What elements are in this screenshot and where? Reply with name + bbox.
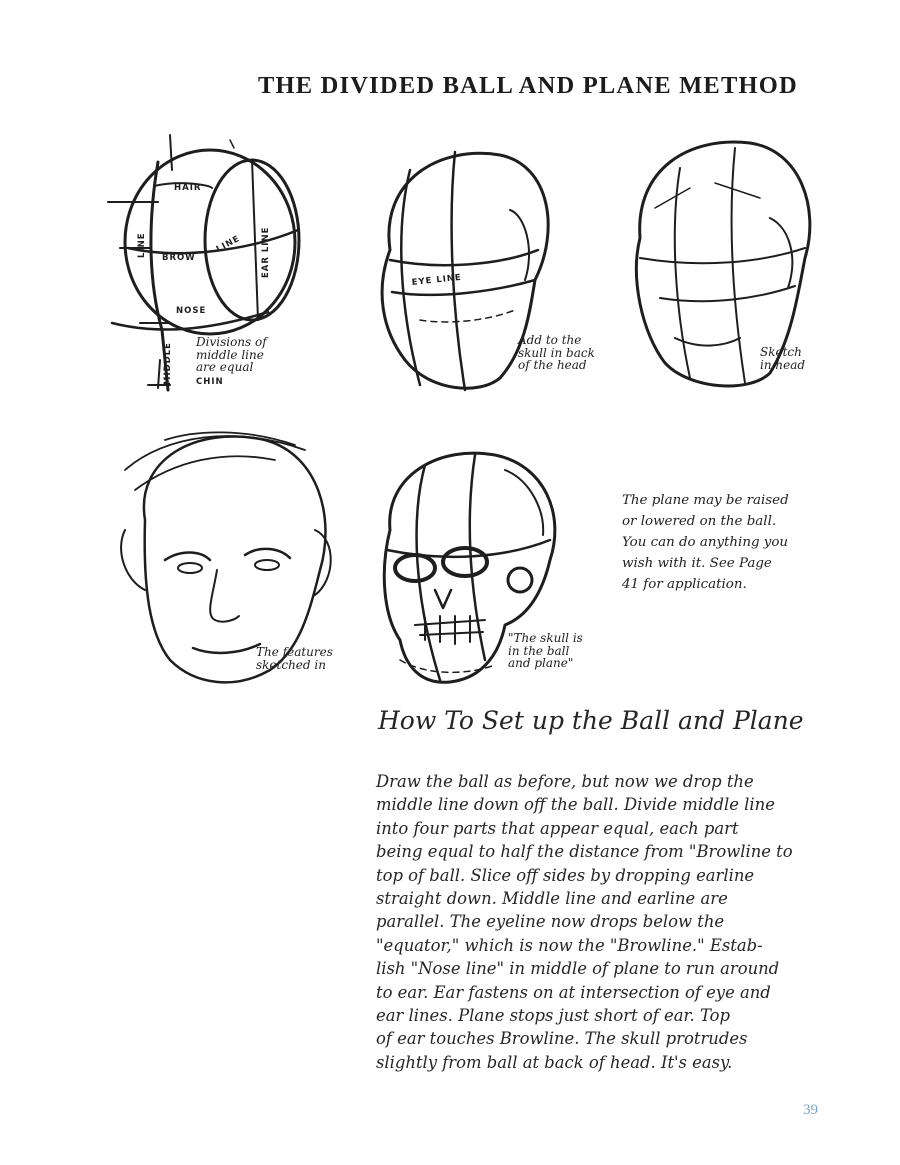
- skull-ball-plane-drawing: [382, 451, 557, 684]
- features-sketched-head-drawing: [120, 431, 332, 684]
- body-line: parallel. The eyeline now drops below th…: [376, 912, 725, 932]
- body-line: lish "Nose line" in middle of plane to r…: [376, 959, 780, 979]
- brow-line-label: LINE: [215, 234, 242, 255]
- body-line: of ear touches Browline. The skull protr…: [376, 1029, 748, 1049]
- body-line: straight down. Middle line and earline a…: [376, 889, 728, 909]
- sketch-head-drawing: [634, 140, 812, 388]
- middle-label: MIDDLE: [163, 342, 173, 385]
- body-line: "equator," which is now the "Browline." …: [376, 935, 763, 955]
- page-number: 39: [803, 1102, 818, 1118]
- body-line: slightly from ball at back of head. It's…: [376, 1052, 733, 1072]
- line-label: LINE: [137, 233, 147, 259]
- features-caption: The features sketched in: [256, 645, 333, 672]
- body-line: Draw the ball as before, but now we drop…: [376, 772, 754, 791]
- ball-caption: Divisions of middle line are equal: [196, 335, 267, 375]
- sketch-caption: Sketch in head: [760, 345, 806, 372]
- nose-label: NOSE: [176, 306, 206, 316]
- body-line: middle line down off the ball. Divide mi…: [376, 795, 775, 815]
- section-heading: How To Set up the Ball and Plane: [378, 706, 804, 735]
- body-line: into four parts that appear equal, each …: [376, 818, 739, 838]
- body-line: ear lines. Plane stops just short of ear…: [376, 1006, 730, 1026]
- brow-label: BROW: [162, 253, 196, 263]
- skull-added-head-drawing: EYE LINE: [380, 150, 550, 392]
- body-line: top of ball. Slice off sides by dropping…: [376, 865, 755, 885]
- chin-label: CHIN: [196, 377, 224, 387]
- skull-added-caption: Add to the skull in back of the head: [518, 333, 595, 373]
- body-line: being equal to half the distance from "B…: [376, 842, 793, 862]
- section-body: Draw the ball as before, but now we drop…: [376, 770, 846, 1074]
- page-title: THE DIVIDED BALL AND PLANE METHOD: [258, 72, 798, 99]
- ear-line-label: EAR LINE: [261, 227, 271, 278]
- hair-label: HAIR: [174, 183, 201, 193]
- plane-note: The plane may be raised or lowered on th…: [622, 493, 789, 592]
- skull-caption: "The skull is in the ball and plane": [508, 631, 583, 671]
- body-line: to ear. Ear fastens on at intersection o…: [376, 982, 771, 1002]
- divided-ball-drawing: HAIR LINE BROW LINE EAR LINE NOSE MIDDLE…: [107, 134, 301, 392]
